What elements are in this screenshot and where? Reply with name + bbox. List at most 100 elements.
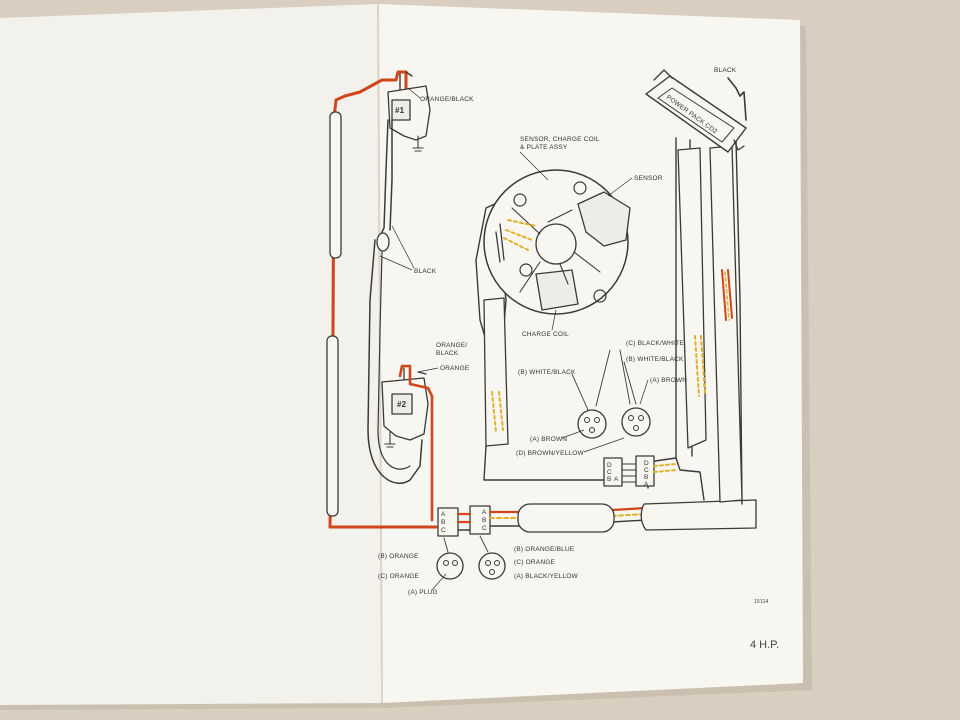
sensor-connector-left-pin1 <box>584 417 590 423</box>
label-black-mid: BLACK <box>414 268 437 275</box>
leader-sensor-assy <box>519 151 549 181</box>
plug-bottom-right-pin1 <box>485 560 491 566</box>
charge-coil-block <box>535 269 579 311</box>
label-sensor-assy-1: SENSOR, CHARGE COIL <box>520 136 600 143</box>
label-b-white-black-right: (B) WHITE/BLACK <box>626 356 684 363</box>
label-a-black-yellow: (A) BLACK/YELLOW <box>514 573 579 580</box>
spark-plug-cap <box>376 232 390 252</box>
black-wire-loop <box>367 239 423 484</box>
label-d-brown-yellow: (D) BROWN/YELLOW <box>516 450 585 457</box>
stator-plate <box>475 169 631 481</box>
sensor-connector-left-pin2 <box>594 417 600 423</box>
sensor-plug-link <box>621 463 637 483</box>
label-sensor: SENSOR <box>634 175 663 182</box>
leader-charge-coil <box>551 309 557 331</box>
sensor-plug-colored <box>653 463 677 473</box>
wire-top-to-coil1 <box>399 71 413 93</box>
harness-sleeve-bottom <box>517 503 615 533</box>
sensor-connector-pointers <box>571 349 637 411</box>
sensor-connector-left <box>577 409 607 439</box>
sensor-connector-right-pin1 <box>628 415 634 421</box>
leader-orange-2 <box>417 367 439 373</box>
coil2-block <box>391 393 413 415</box>
pin-c-sensor-right: C <box>644 467 649 474</box>
stator-lower-colored <box>491 391 504 433</box>
wire-sleeve-left-upper <box>329 111 342 259</box>
harness-right-colored-3 <box>724 271 730 321</box>
label-black-top: BLACK <box>714 67 737 74</box>
power-pack-body <box>645 75 747 153</box>
power-pack-inner <box>657 87 735 143</box>
orange-wire-connector-link <box>456 512 472 524</box>
stator-lower-sleeve <box>483 297 509 447</box>
power-pack-mount-bottom <box>733 139 745 151</box>
label-c-black-white: (C) BLACK/WHITE <box>626 340 684 347</box>
leader-sensor <box>607 177 633 197</box>
figure-number: 15114 <box>754 599 769 605</box>
label-b-orange-blue: (B) ORANGE/BLUE <box>514 546 575 553</box>
black-wire-coil2 <box>403 367 427 381</box>
label-orange-black-2a: ORANGE/ <box>436 342 467 349</box>
leader-d-brown-yellow <box>583 437 625 453</box>
label-c-orange-left: (C) ORANGE <box>378 573 419 580</box>
pin-b-sensor-left: B <box>607 476 612 483</box>
label-group: ORANGE/BLACK #1 BLACK ORANGE/ BLACK ORAN… <box>378 67 779 651</box>
power-pack <box>645 69 747 153</box>
harness-right-sleeve-1 <box>677 147 707 449</box>
plug-bottom-right-pin2 <box>494 560 500 566</box>
label-charge-coil: CHARGE COIL <box>522 331 569 338</box>
coil1-ground <box>412 135 424 152</box>
paper-left-page <box>0 4 382 705</box>
stator-mount-hole-4 <box>519 263 533 277</box>
coil1-block <box>391 99 411 121</box>
power-pack-black-lead <box>727 77 747 121</box>
label-a-brown-right: (A) BROWN <box>650 377 687 384</box>
label-orange-black-2b: BLACK <box>436 350 459 357</box>
harness-right-colored-1 <box>694 335 706 397</box>
pin-b-mid-connector: B <box>482 517 487 524</box>
plug-bottom-left <box>436 552 464 580</box>
stator-black-leads <box>495 223 505 263</box>
label-orange-2: ORANGE <box>440 365 470 372</box>
wiring-group <box>326 69 757 580</box>
pin-c-left-connector: C <box>441 527 446 534</box>
pin-d-sensor-left: D <box>607 462 612 469</box>
pin-c-mid-connector: C <box>482 525 487 532</box>
sensor-connector-right-pin2 <box>638 415 644 421</box>
model-label: 4 H.P. <box>750 639 779 651</box>
label-b-white-black-left: (B) WHITE/BLACK <box>518 369 576 376</box>
harness-bottom-black <box>489 519 647 527</box>
label-c-orange-right: (C) ORANGE <box>514 559 555 566</box>
sensor-plug-left <box>603 457 623 487</box>
sensor-connector-right <box>621 407 651 437</box>
sensor-connector-right-pin3 <box>633 425 639 431</box>
wire-sleeve-left-lower <box>326 335 339 517</box>
pin-d-sensor-right: D <box>644 460 649 467</box>
plug-bottom-right-pin3 <box>489 569 495 575</box>
stator-mount-hole-3 <box>593 289 607 303</box>
harness-right-colored-2 <box>721 269 733 321</box>
pin-a-mid-connector: A <box>482 509 487 516</box>
pin-b-sensor-right: B <box>644 474 649 481</box>
pin-a-left-connector: A <box>441 511 446 518</box>
stator-mount-hole-1 <box>513 193 527 207</box>
label-coil1: #1 <box>395 106 405 115</box>
leader-orange-black-top <box>407 87 421 99</box>
leader-black-mid-1 <box>391 225 415 269</box>
coil2-ground <box>384 431 396 448</box>
plug-bottom-left-pin1 <box>443 560 449 566</box>
pin-c-sensor-left: C <box>607 469 612 476</box>
power-pack-mount-top <box>653 69 673 81</box>
label-coil2: #2 <box>397 400 407 409</box>
leader-a-brown-right <box>639 379 649 405</box>
pin-b-left-connector: B <box>441 519 446 526</box>
stator-colored-leads <box>503 219 537 251</box>
plug-pointers <box>443 535 489 553</box>
black-wire-loop-inner <box>377 251 411 470</box>
leader-a-brown-left <box>561 429 585 439</box>
leader-a-plug <box>431 573 447 591</box>
connector-mid-abc <box>469 505 491 535</box>
label-b-orange: (B) ORANGE <box>378 553 419 560</box>
pin-a-sensor-left: A <box>614 476 619 483</box>
label-sensor-assy-2: & PLATE ASSY <box>520 144 568 151</box>
